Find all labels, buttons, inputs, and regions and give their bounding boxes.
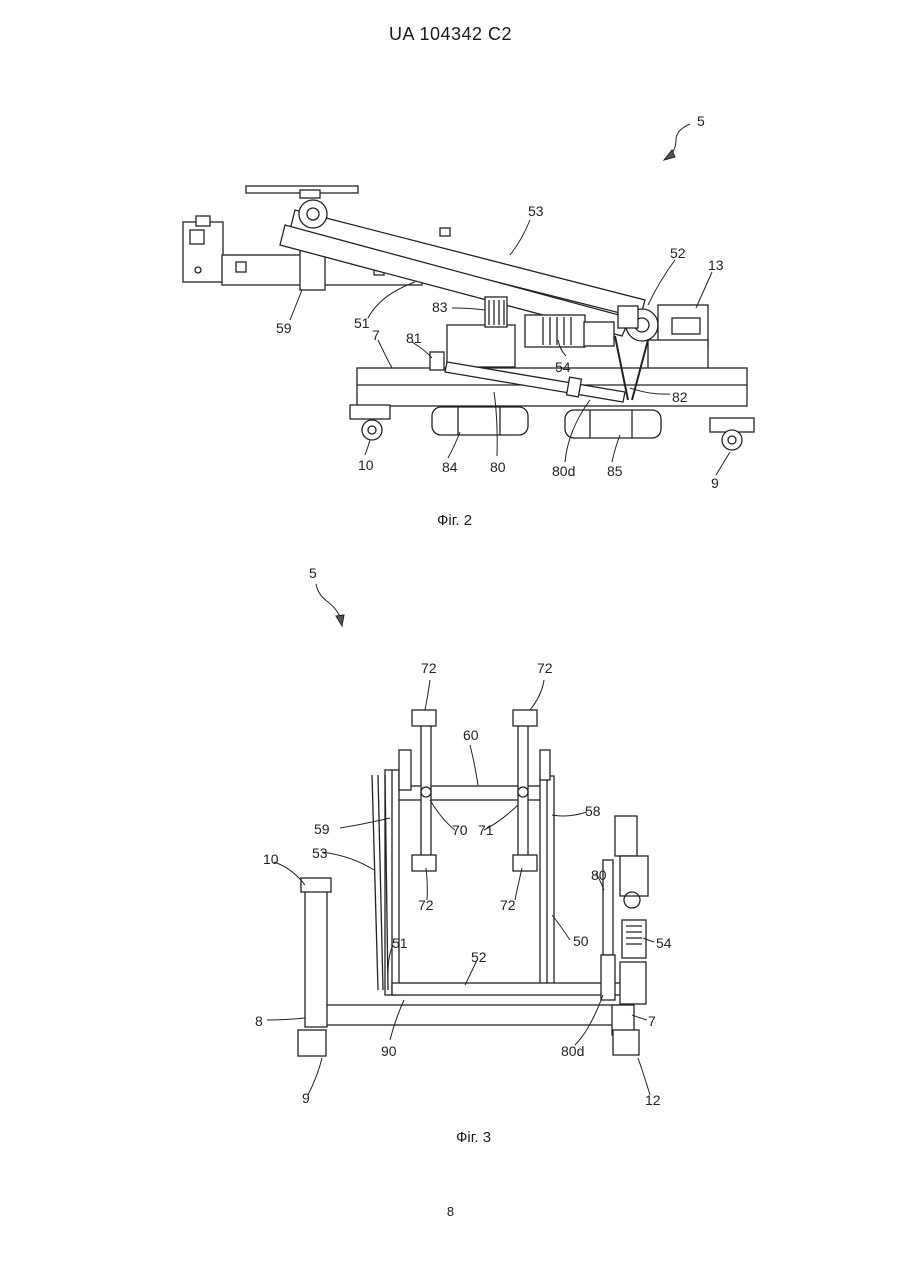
fig2-label: 51 [354,315,370,331]
figure-2-drawing: 5 53 52 13 59 51 83 81 7 54 82 10 84 80 … [183,113,754,491]
fig2-label: 5 [697,113,705,129]
fig3-label: 10 [263,851,279,867]
fig3-label: 70 [452,822,468,838]
fig3-label: 72 [418,897,434,913]
fig2-label: 53 [528,203,544,219]
fig3-label: 5 [309,565,317,581]
fig2-label: 59 [276,320,292,336]
fig2-label: 82 [672,389,688,405]
fig3-label: 90 [381,1043,397,1059]
figure-2-caption: Фіг. 2 [437,512,472,529]
fig3-label: 12 [645,1092,661,1108]
fig3-label: 60 [463,727,479,743]
fig2-label: 81 [406,330,422,346]
fig3-label: 58 [585,803,601,819]
fig3-label: 80d [561,1043,584,1059]
fig2-label: 85 [607,463,623,479]
fig2-label: 54 [555,359,571,375]
fig3-label: 72 [500,897,516,913]
fig2-label: 9 [711,475,719,491]
fig2-label: 7 [372,327,380,343]
fig3-label: 54 [656,935,672,951]
page-number: 8 [0,1204,901,1219]
fig3-label: 52 [471,949,487,965]
fig2-label: 80 [490,459,506,475]
fig3-label: 53 [312,845,328,861]
fig3-label: 7 [648,1013,656,1029]
fig3-label: 59 [314,821,330,837]
fig3-label: 71 [478,822,494,838]
fig3-label: 8 [255,1013,263,1029]
fig3-label: 9 [302,1090,310,1106]
fig2-label: 80d [552,463,575,479]
fig2-label: 83 [432,299,448,315]
figure-3-drawing: 5 72 72 60 59 70 71 58 10 53 72 72 80 54… [255,565,672,1108]
fig3-label: 72 [421,660,437,676]
fig3-label: 80 [591,867,607,883]
figure-3-caption: Фіг. 3 [456,1129,491,1146]
fig3-label: 72 [537,660,553,676]
fig2-label: 13 [708,257,724,273]
fig2-label: 84 [442,459,458,475]
fig2-label: 10 [358,457,374,473]
fig2-label: 52 [670,245,686,261]
fig3-label: 50 [573,933,589,949]
fig3-label: 51 [392,935,408,951]
